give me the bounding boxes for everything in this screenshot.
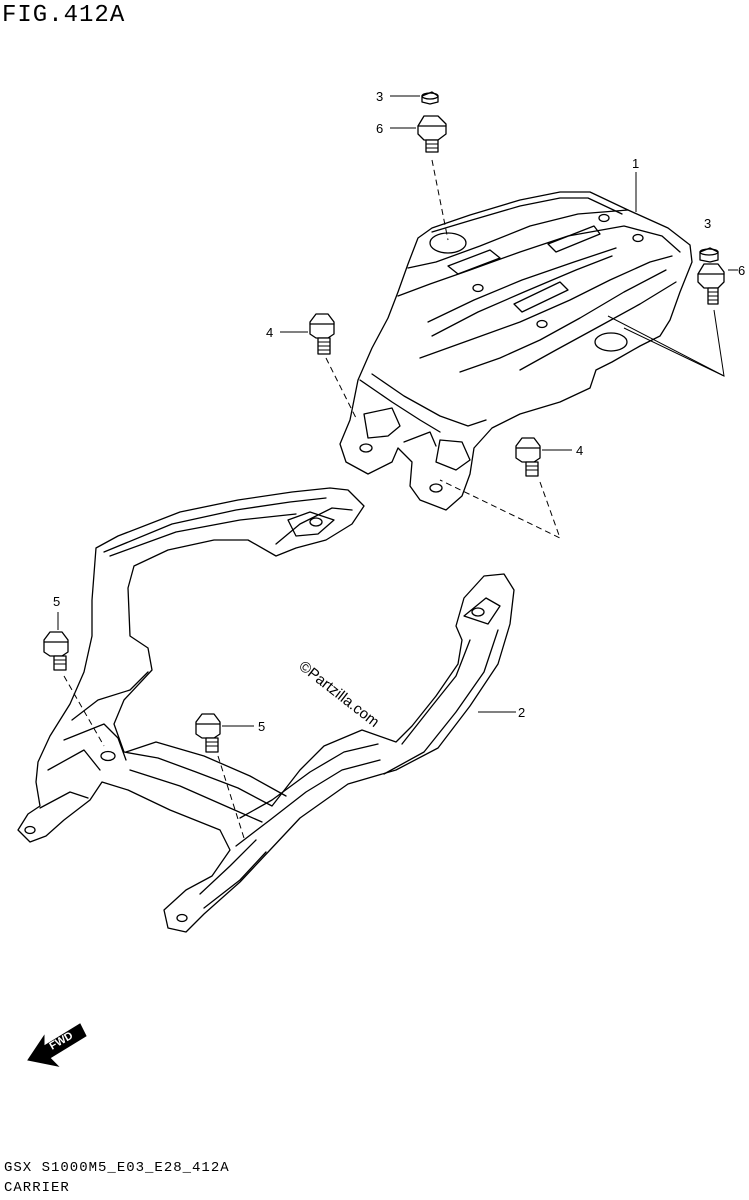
footer-figure-code: GSX S1000M5_E03_E28_412A — [4, 1160, 230, 1176]
watermark-text: ©Partzilla.com — [296, 658, 383, 731]
bolt-rear-center-part[interactable] — [195, 713, 221, 753]
carrier-part[interactable] — [339, 191, 693, 511]
bolt-right-top-part[interactable] — [697, 263, 725, 305]
callout-5-rear-left: 5 — [53, 594, 60, 609]
callout-3-right: 3 — [704, 216, 711, 231]
callout-5-rear-center: 5 — [258, 719, 265, 734]
bolt-right-part[interactable] — [515, 437, 541, 477]
fwd-arrow-icon: FWD — [27, 1023, 87, 1067]
callout-6-right: 6 — [738, 263, 745, 278]
callout-3-top: 3 — [376, 89, 383, 104]
callout-1: 1 — [632, 156, 639, 171]
footer-group-name: CARRIER — [4, 1180, 70, 1196]
cap-right-part[interactable] — [699, 247, 719, 263]
callout-2: 2 — [518, 705, 525, 720]
leader-lines — [57, 95, 738, 839]
cap-top-part[interactable] — [421, 91, 439, 105]
pillion-handle-part[interactable] — [17, 487, 515, 933]
bolt-top-part[interactable] — [417, 115, 447, 153]
bolt-left-part[interactable] — [309, 313, 335, 355]
callout-4-left: 4 — [266, 325, 273, 340]
figure-title: FIG.412A — [2, 2, 126, 29]
callout-4-right: 4 — [576, 443, 583, 458]
bolt-rear-left-part[interactable] — [43, 631, 69, 671]
callout-6-top: 6 — [376, 121, 383, 136]
